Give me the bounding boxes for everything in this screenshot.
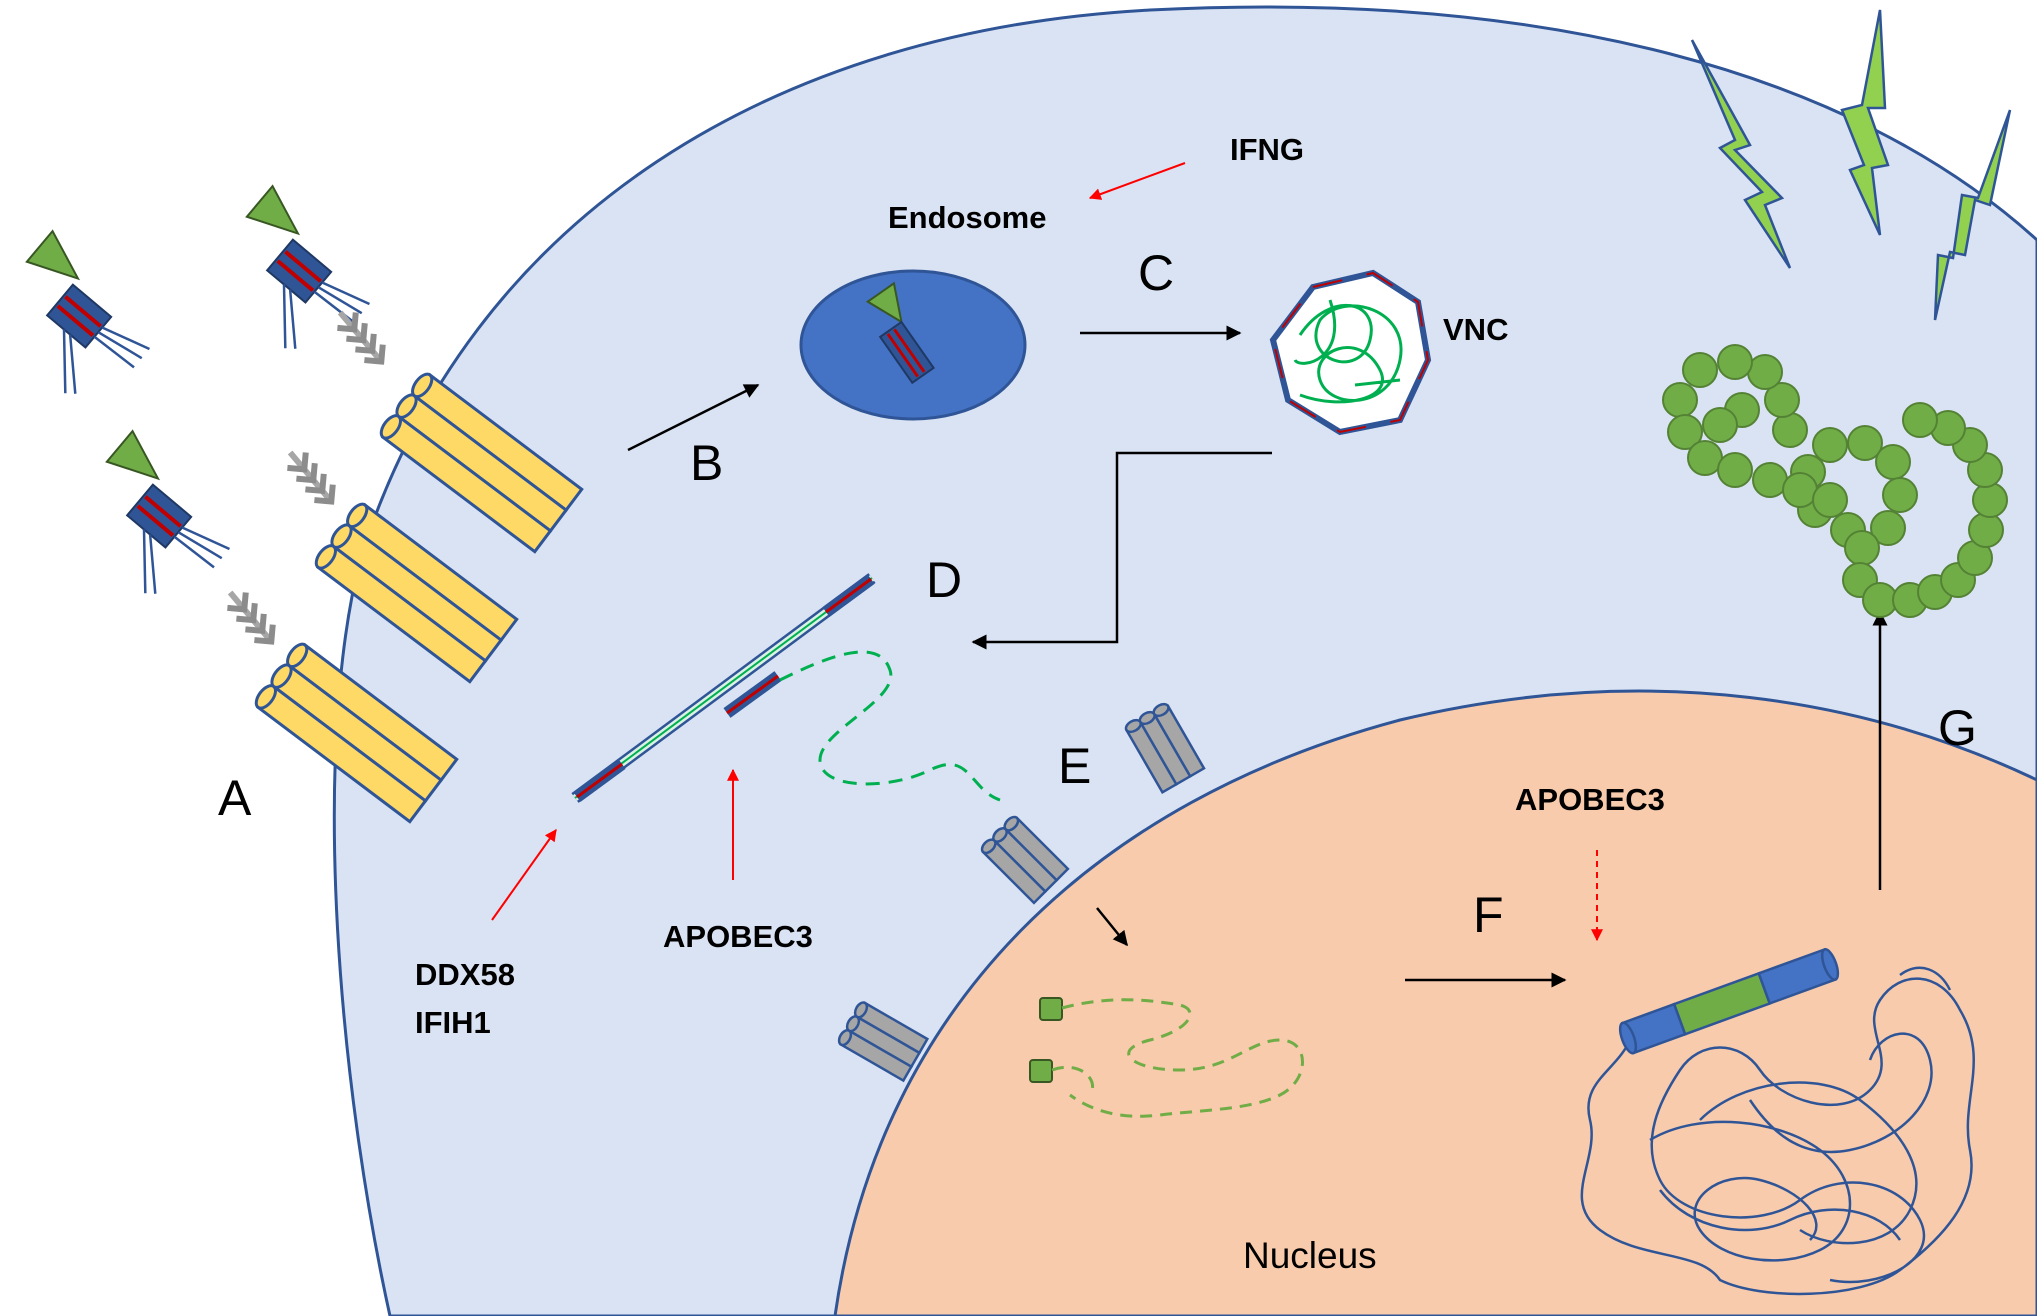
- protein-bead: [1717, 452, 1753, 488]
- integration-protein-2: [1029, 1059, 1053, 1083]
- ligand-prong-1: [331, 305, 391, 369]
- apobec3-cytoplasm-label: APOBEC3: [663, 919, 813, 954]
- virion-in-endosome: [865, 281, 935, 385]
- step-label-c: C: [1138, 245, 1174, 301]
- protein-bead: [1772, 412, 1808, 448]
- ddx58-label: DDX58: [415, 957, 515, 992]
- protein-bead: [1812, 482, 1848, 518]
- ifng-label: IFNG: [1230, 132, 1304, 167]
- lightning-bolt-2: [1840, 9, 1890, 236]
- protein-bead: [1870, 510, 1906, 546]
- protein-bead: [1875, 444, 1911, 480]
- nucleus-label: Nucleus: [1243, 1235, 1377, 1276]
- protein-bead: [1662, 382, 1698, 418]
- lightning-bolt-1: [1690, 39, 1792, 269]
- arrow-b: [627, 383, 760, 452]
- step-label-d: D: [926, 552, 962, 608]
- apobec3-nucleus-label: APOBEC3: [1515, 782, 1665, 817]
- protein-bead: [1882, 477, 1918, 513]
- integrated-provirus: [1618, 947, 1840, 1055]
- pore-import-arrow: [1096, 907, 1128, 947]
- protein-bead: [1972, 482, 2008, 518]
- dna-strand-cytoplasm: [779, 650, 1001, 802]
- step-label-b: B: [690, 435, 723, 491]
- virion-1: [0, 229, 170, 419]
- protein-bead: [1902, 402, 1938, 438]
- ligand-prong-3: [221, 585, 281, 649]
- protein-bead: [1667, 414, 1703, 450]
- step-label-e: E: [1058, 738, 1091, 794]
- protein-bead: [1968, 512, 2004, 548]
- virion-3: [55, 429, 250, 619]
- protein-bead: [1747, 354, 1783, 390]
- ligand-prong-2: [281, 445, 341, 509]
- step-label-a: A: [218, 770, 252, 826]
- viral-dna-nucleus-2: [1051, 1065, 1094, 1096]
- rna-duplex: [571, 573, 876, 803]
- step-label-f: F: [1473, 887, 1504, 943]
- protein-bead: [1844, 530, 1880, 566]
- virion-2: [195, 184, 390, 374]
- ddx58-arrow: [491, 829, 557, 921]
- protein-bead: [1702, 407, 1738, 443]
- protein-bead: [1847, 425, 1883, 461]
- arrow-d: [971, 451, 1272, 650]
- ifng-arrow: [1088, 162, 1186, 200]
- endosome-label: Endosome: [888, 200, 1046, 235]
- protein-bead: [1682, 352, 1718, 388]
- ifih1-label: IFIH1: [415, 1005, 491, 1040]
- protein-bead: [1862, 582, 1898, 618]
- protein-bead: [1782, 472, 1818, 508]
- vnc-capsid: [1269, 269, 1432, 436]
- protein-bead: [1717, 344, 1753, 380]
- protein-bead: [1812, 427, 1848, 463]
- vnc-label: VNC: [1443, 312, 1508, 347]
- lightning-bolt-3: [1933, 109, 2012, 321]
- chromatin: [1580, 966, 1975, 1296]
- protein-bead: [1752, 462, 1788, 498]
- protein-bead: [1764, 382, 1800, 418]
- viral-dna-nucleus-1: [1061, 998, 1304, 1118]
- integration-protein-1: [1039, 997, 1063, 1021]
- protein-chain: [1662, 344, 2008, 618]
- step-label-g: G: [1938, 700, 1977, 756]
- protein-bead: [1687, 440, 1723, 476]
